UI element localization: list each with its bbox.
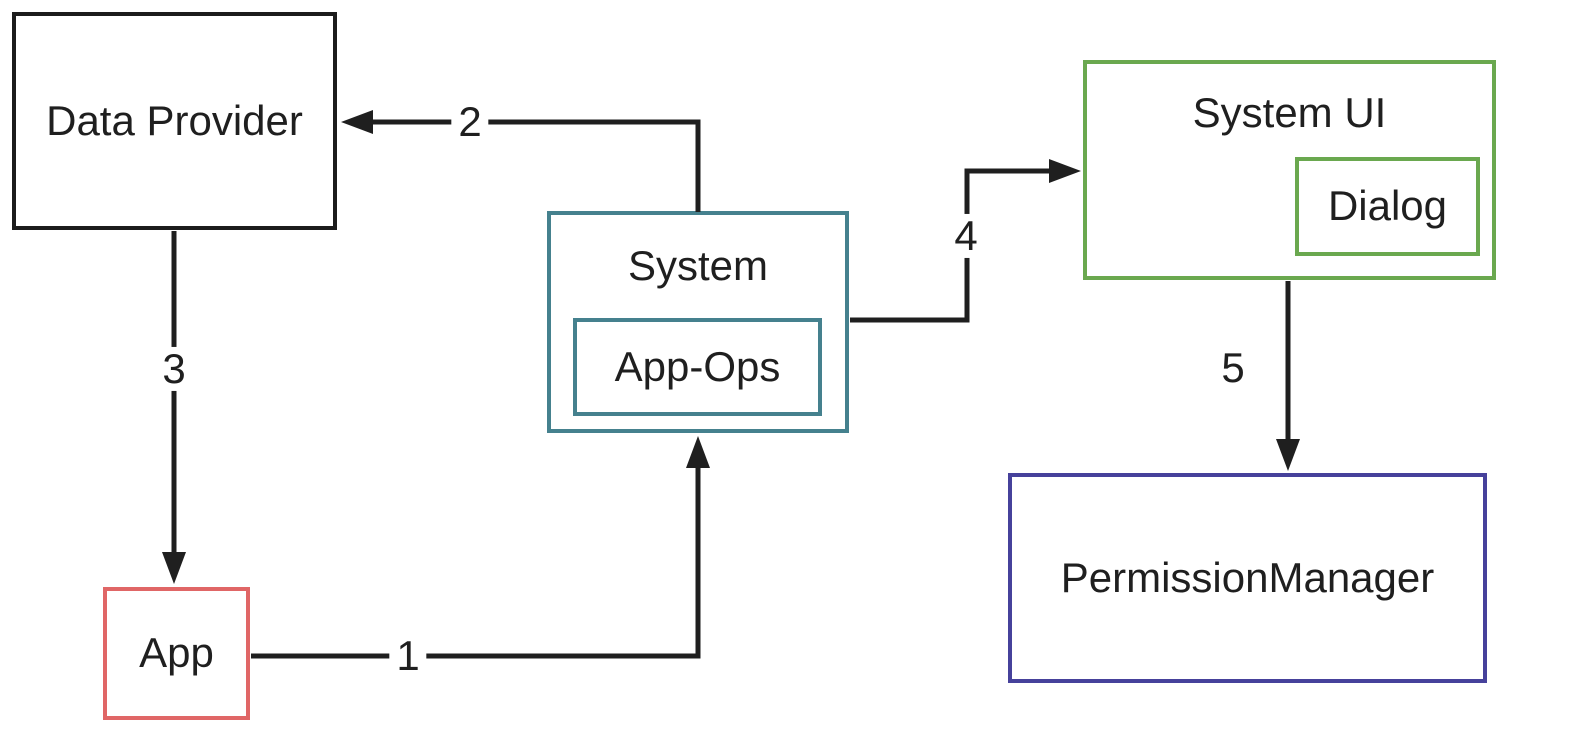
edge-label-2: 2 [451, 99, 489, 145]
edge-2-arrowhead-left-icon [341, 110, 373, 134]
node-system-ui: System UI Dialog [1083, 60, 1496, 280]
edge-label-3: 3 [155, 346, 193, 392]
node-system-ui-label: System UI [1192, 89, 1387, 136]
node-permission-manager: PermissionManager [1008, 473, 1487, 683]
node-system-label: System [627, 242, 769, 289]
node-system: System App-Ops [547, 211, 849, 433]
node-app-label: App [139, 629, 214, 677]
node-dialog: Dialog [1295, 157, 1480, 256]
edge-3-arrowhead-down-icon [162, 552, 186, 584]
edge-2-line [365, 119, 701, 212]
edge-label-4: 4 [947, 213, 985, 259]
node-app-ops-label: App-Ops [614, 342, 781, 390]
edge-label-5: 5 [1214, 345, 1252, 391]
node-data-provider-label: Data Provider [46, 96, 303, 144]
edge-5-arrowhead-down-icon [1276, 439, 1300, 471]
node-data-provider: Data Provider [12, 12, 337, 230]
edge-4-arrowhead-right-icon [1049, 159, 1081, 183]
node-app-ops: App-Ops [573, 318, 822, 416]
edge-label-1: 1 [389, 633, 427, 679]
node-app: App [103, 587, 250, 720]
edge-1-arrowhead-up-icon [686, 436, 710, 468]
edge-1-line [251, 460, 701, 659]
node-permission-manager-label: PermissionManager [1060, 553, 1435, 601]
node-dialog-label: Dialog [1327, 182, 1448, 230]
